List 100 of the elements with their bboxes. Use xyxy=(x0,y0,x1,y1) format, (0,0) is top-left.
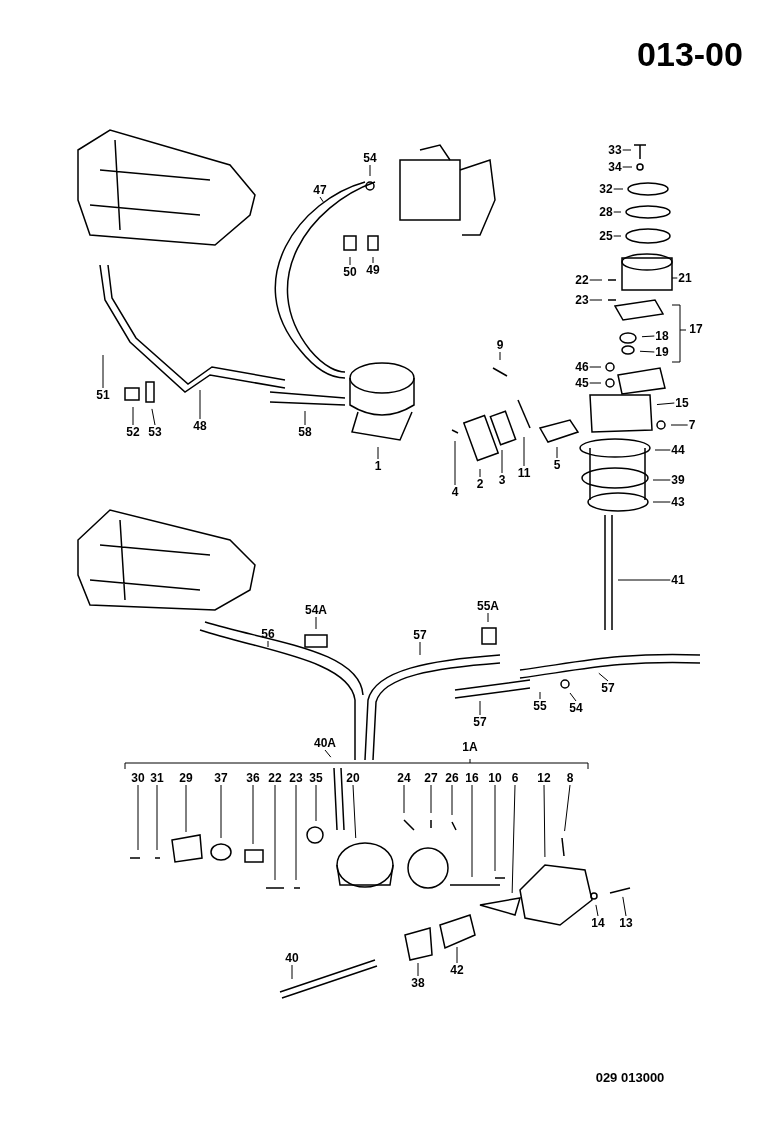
leader-line xyxy=(569,692,577,702)
callout-number: 25 xyxy=(598,229,614,243)
leader-line xyxy=(324,749,332,758)
callout-number: 43 xyxy=(670,495,686,509)
leader-line xyxy=(319,196,324,203)
callout-number: 55A xyxy=(476,599,500,613)
callout-number: 22 xyxy=(267,771,283,785)
callout-number: 18 xyxy=(654,329,670,343)
leader-line xyxy=(539,691,541,700)
leader-line xyxy=(656,402,675,406)
callout-number: 41 xyxy=(670,573,686,587)
leader-line xyxy=(151,408,156,426)
callout-number: 38 xyxy=(410,976,426,990)
leader-line xyxy=(456,946,458,964)
leader-line xyxy=(267,640,269,648)
leader-line xyxy=(654,449,671,451)
callout-number: 57 xyxy=(412,628,428,642)
leader-line xyxy=(430,784,432,814)
leader-line xyxy=(454,440,456,486)
leader-line xyxy=(479,468,481,478)
callout-number: 8 xyxy=(565,771,575,785)
callout-number: 40A xyxy=(313,736,337,750)
callout-number: 39 xyxy=(670,473,686,487)
callout-number: 48 xyxy=(192,419,208,433)
leader-line xyxy=(652,501,671,503)
leader-line xyxy=(641,335,655,338)
callout-number: 34 xyxy=(607,160,623,174)
callout-number: 53 xyxy=(147,425,163,439)
leader-line xyxy=(377,446,379,460)
leader-line xyxy=(471,784,473,878)
callout-number: 19 xyxy=(654,345,670,359)
leader-line xyxy=(613,235,622,237)
leader-line xyxy=(185,784,187,833)
leader-line xyxy=(613,211,622,213)
leader-line xyxy=(295,784,297,881)
leader-line xyxy=(451,784,453,816)
callout-number: 16 xyxy=(464,771,480,785)
leader-line xyxy=(291,964,293,980)
page-title: 013-00 xyxy=(637,36,743,74)
leader-line xyxy=(369,164,371,177)
callout-number: 30 xyxy=(130,771,146,785)
leader-line xyxy=(479,700,481,716)
callout-number: 15 xyxy=(674,396,690,410)
leader-line xyxy=(156,784,158,851)
callout-number: 21 xyxy=(677,271,693,285)
callout-number: 24 xyxy=(396,771,412,785)
callout-number: 50 xyxy=(342,265,358,279)
leader-line xyxy=(589,279,603,281)
callout-number: 58 xyxy=(297,425,313,439)
leader-line xyxy=(613,188,624,190)
leader-line xyxy=(494,784,496,872)
leader-line xyxy=(589,382,602,384)
leader-line xyxy=(622,149,632,151)
callout-number: 31 xyxy=(149,771,165,785)
callout-number: 47 xyxy=(312,183,328,197)
callout-number: 29 xyxy=(178,771,194,785)
leader-line xyxy=(523,436,525,467)
callout-number: 54 xyxy=(362,151,378,165)
leader-line xyxy=(137,784,139,851)
callout-number: 9 xyxy=(495,338,505,352)
callout-number: 10 xyxy=(487,771,503,785)
leader-line xyxy=(622,896,627,917)
leader-line xyxy=(671,277,678,279)
leader-line xyxy=(589,366,602,368)
leader-line xyxy=(499,351,501,361)
leader-line xyxy=(315,784,317,822)
leader-line xyxy=(315,616,317,630)
callout-number: 46 xyxy=(574,360,590,374)
callout-number: 52 xyxy=(125,425,141,439)
leader-line xyxy=(132,406,134,426)
callout-number: 51 xyxy=(95,388,111,402)
drawing-number: 029 013000 xyxy=(595,1070,665,1086)
leader-line xyxy=(543,784,546,858)
leader-line xyxy=(598,672,609,682)
callout-number: 42 xyxy=(449,963,465,977)
callout-number: 6 xyxy=(510,771,520,785)
leader-line xyxy=(487,612,489,623)
leader-line xyxy=(501,449,503,474)
leader-line xyxy=(622,166,633,168)
leader-line xyxy=(670,424,689,426)
leader-line xyxy=(352,784,357,839)
callout-number: 26 xyxy=(444,771,460,785)
leader-line xyxy=(349,256,351,266)
callout-number: 57 xyxy=(472,715,488,729)
callout-number: 23 xyxy=(574,293,590,307)
callout-number: 33 xyxy=(607,143,623,157)
callout-number: 45 xyxy=(574,376,590,390)
leader-line xyxy=(102,354,104,389)
leader-line xyxy=(652,479,671,481)
callout-number: 32 xyxy=(598,182,614,196)
leader-line xyxy=(564,784,571,832)
leader-line xyxy=(511,784,516,894)
callout-number: 22 xyxy=(574,273,590,287)
callout-number: 56 xyxy=(260,627,276,641)
callout-number: 27 xyxy=(423,771,439,785)
callout-number: 49 xyxy=(365,263,381,277)
leader-line xyxy=(639,350,655,353)
leader-line xyxy=(304,410,306,426)
leader-line xyxy=(417,962,419,977)
callout-number: 54 xyxy=(568,701,584,715)
